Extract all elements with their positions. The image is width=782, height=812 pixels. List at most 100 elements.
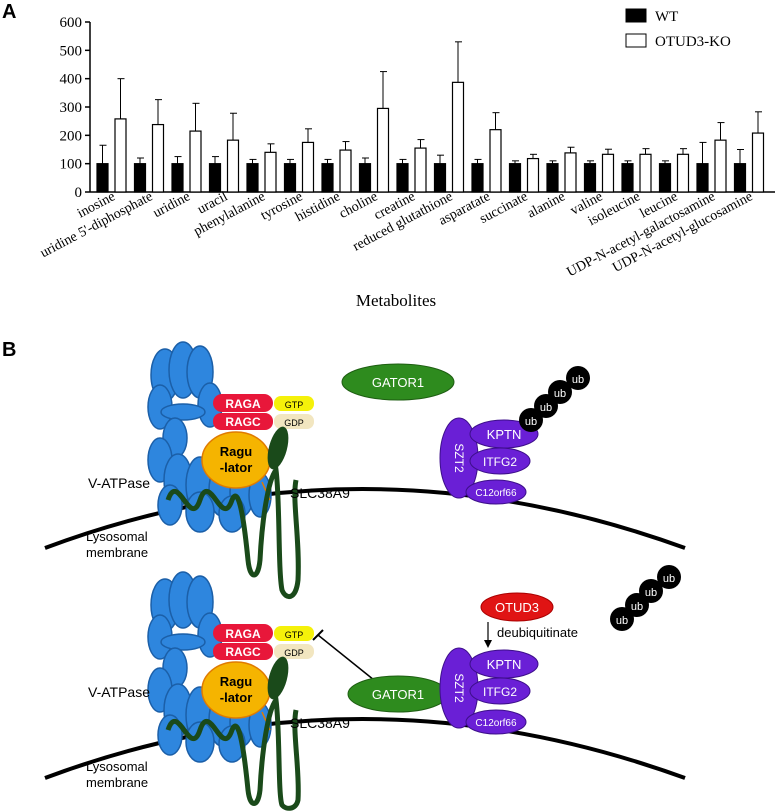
- bar-ko: [151, 123, 165, 193]
- lysosomal-membrane-2: [44, 717, 686, 780]
- szt2-label-2: SZT2: [452, 673, 466, 703]
- arrow-head: [484, 640, 492, 648]
- gdp-2: [274, 644, 314, 659]
- ub-free-1: [610, 607, 634, 631]
- y-tick-label: 600: [60, 15, 83, 31]
- gator1-label-2: GATOR1: [372, 687, 424, 702]
- membrane-label-2a: Lysosomal: [86, 759, 148, 774]
- slc38a9-label-2: SLC38A9: [290, 715, 350, 731]
- ub-3-label: ub: [554, 388, 566, 400]
- ragulator-label-2a: Ragu: [220, 674, 253, 689]
- bar-wt: [621, 163, 634, 193]
- bar-ko: [601, 153, 615, 193]
- bar-wt: [508, 163, 522, 193]
- c12orf66-label: C12orf66: [475, 488, 517, 499]
- itfg2-label: ITFG2: [483, 455, 517, 469]
- bar-wt: [358, 163, 372, 193]
- ragulator-label-2: -lator: [220, 460, 253, 475]
- ragc-2: [213, 643, 273, 660]
- szt2-label: SZT2: [452, 443, 466, 473]
- ub-1-label: ub: [525, 416, 537, 428]
- bar-ko: [189, 130, 202, 193]
- ub-3: [548, 380, 572, 404]
- ub-free-3-label: ub: [645, 587, 657, 599]
- bar-wt: [658, 163, 672, 193]
- y-tick-label: 400: [60, 72, 83, 88]
- x-tick-label: uridine: [151, 189, 193, 221]
- gtp-label: GTP: [285, 400, 304, 410]
- legend-wt-swatch: [625, 8, 647, 23]
- bar-wt: [208, 163, 222, 193]
- gator1-label: GATOR1: [372, 375, 424, 390]
- gdp-label-2: GDP: [284, 648, 304, 658]
- bar-ko: [301, 141, 315, 193]
- raga-2: [213, 624, 273, 642]
- gdp-label: GDP: [284, 418, 304, 428]
- itfg2-2: [469, 677, 531, 705]
- legend: WT OTUD3-KO: [625, 8, 731, 50]
- membrane-label-1: Lysosomal: [86, 529, 148, 544]
- bar-wt: [133, 163, 147, 193]
- legend-ko-swatch: [625, 33, 647, 48]
- slc38a9-transmembrane: [165, 463, 301, 599]
- bar-ko: [414, 147, 427, 193]
- bar-wt: [471, 163, 484, 193]
- legend-wt-label: WT: [655, 9, 678, 25]
- ub-4-label: ub: [572, 374, 584, 386]
- gtp-label-2: GTP: [285, 630, 304, 640]
- v-atpase-label-2: V-ATPase: [88, 684, 150, 700]
- ub-free-2-label: ub: [631, 601, 643, 613]
- otud3: [480, 592, 554, 622]
- slc38a9-head-2: [267, 656, 289, 700]
- bar-ko: [114, 118, 127, 193]
- y-tick-label: 500: [60, 43, 83, 59]
- scheme-bottom: V-ATPase RAGA RAGC GTP GDP Ragu -lator S…: [44, 565, 686, 811]
- gtp-2: [274, 626, 314, 641]
- ragc: [213, 413, 273, 430]
- ub-free-1-label: ub: [616, 615, 628, 627]
- bar-wt: [546, 163, 559, 193]
- otud3-label: OTUD3: [495, 600, 539, 615]
- bar-wt: [583, 163, 597, 193]
- raga-label-2: RAGA: [225, 627, 261, 641]
- lysosomal-membrane: [44, 487, 686, 550]
- ragc-label: RAGC: [225, 415, 261, 429]
- ragc-label-2: RAGC: [225, 645, 261, 659]
- ragulator-label-2b: -lator: [220, 690, 253, 705]
- bar-ko: [489, 129, 502, 193]
- slc38a9-head: [267, 426, 289, 470]
- scheme-top: V-ATPase RAGA RAGC GTP GDP Ragu -lator S…: [44, 341, 686, 599]
- v-atpase-label: V-ATPase: [88, 475, 150, 491]
- ubiquitin-chain: ub ub ub ub: [519, 366, 590, 432]
- bar-ko: [226, 139, 240, 193]
- ubiquitin-chain-free: ub ub ub ub: [610, 565, 681, 631]
- bar-wt: [171, 163, 184, 193]
- bar-ko: [676, 153, 690, 193]
- y-tick-label: 200: [60, 128, 83, 144]
- ub-4: [566, 366, 590, 390]
- ub-2-label: ub: [540, 402, 552, 414]
- legend-ko-label: OTUD3-KO: [655, 34, 731, 50]
- bar-ko: [639, 153, 652, 193]
- bar-ko: [376, 107, 390, 193]
- y-tick-label: 0: [75, 185, 83, 201]
- y-tick-label: 300: [60, 100, 83, 116]
- kptn-label-2: KPTN: [487, 657, 522, 672]
- bar-wt: [696, 163, 709, 193]
- inhibition-bar: [312, 629, 324, 641]
- gtp: [274, 396, 314, 411]
- bar-wt: [96, 163, 109, 193]
- v-atpase-complex: [147, 341, 272, 533]
- deubiquitinate-label: deubiquitinate: [497, 625, 578, 640]
- ub-free-4-label: ub: [663, 573, 675, 585]
- bar-wt: [396, 163, 409, 193]
- bar-ko: [526, 157, 540, 193]
- bar-wt: [246, 163, 259, 193]
- bar-wt: [283, 163, 297, 193]
- c12orf66-label-2: C12orf66: [475, 718, 517, 729]
- ub-1: [519, 408, 543, 432]
- c12orf66-2: [465, 709, 527, 735]
- raga: [213, 394, 273, 412]
